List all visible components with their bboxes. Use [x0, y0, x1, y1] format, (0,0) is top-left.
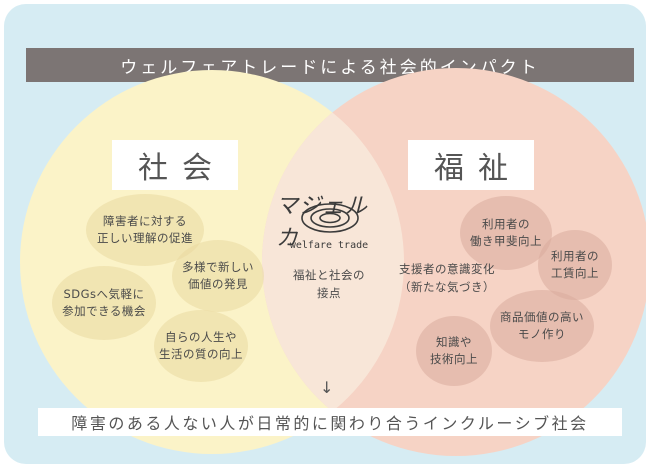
society-item: SDGsへ気軽に 参加できる機会 — [52, 266, 156, 340]
society-label: 社会 — [112, 140, 238, 190]
logo-swirl-icon — [301, 203, 359, 233]
welfare-item: 支援者の意識変化 （新たな気づき） — [399, 262, 495, 294]
welfare-item: 利用者の 働き甲斐向上 — [460, 196, 552, 270]
society-item: 自らの人生や 生活の質の向上 — [154, 310, 248, 382]
center-caption: 福祉と社会の 接点 — [293, 268, 365, 300]
welfare-item: 商品価値の高い モノ作り — [490, 290, 594, 362]
welfare-item: 知識や 技術向上 — [416, 316, 492, 386]
welfare-label: 福祉 — [408, 140, 534, 190]
welfare-item: 利用者の 工賃向上 — [538, 230, 612, 300]
overlap-region — [262, 70, 404, 454]
down-arrow-icon: ↓ — [320, 378, 334, 397]
logo-subtitle: welfare trade — [289, 240, 369, 251]
infographic-card: ウェルフェアトレードによる社会的インパクト 社会 福祉 障害者に対する 正しい理… — [4, 4, 646, 464]
society-item: 多様で新しい 価値の発見 — [172, 240, 264, 312]
logo-wordmark: マジェルカ — [276, 194, 369, 251]
conclusion-banner: 障害のある人ない人が日常的に関わり合うインクルーシブ社会 — [38, 408, 622, 436]
